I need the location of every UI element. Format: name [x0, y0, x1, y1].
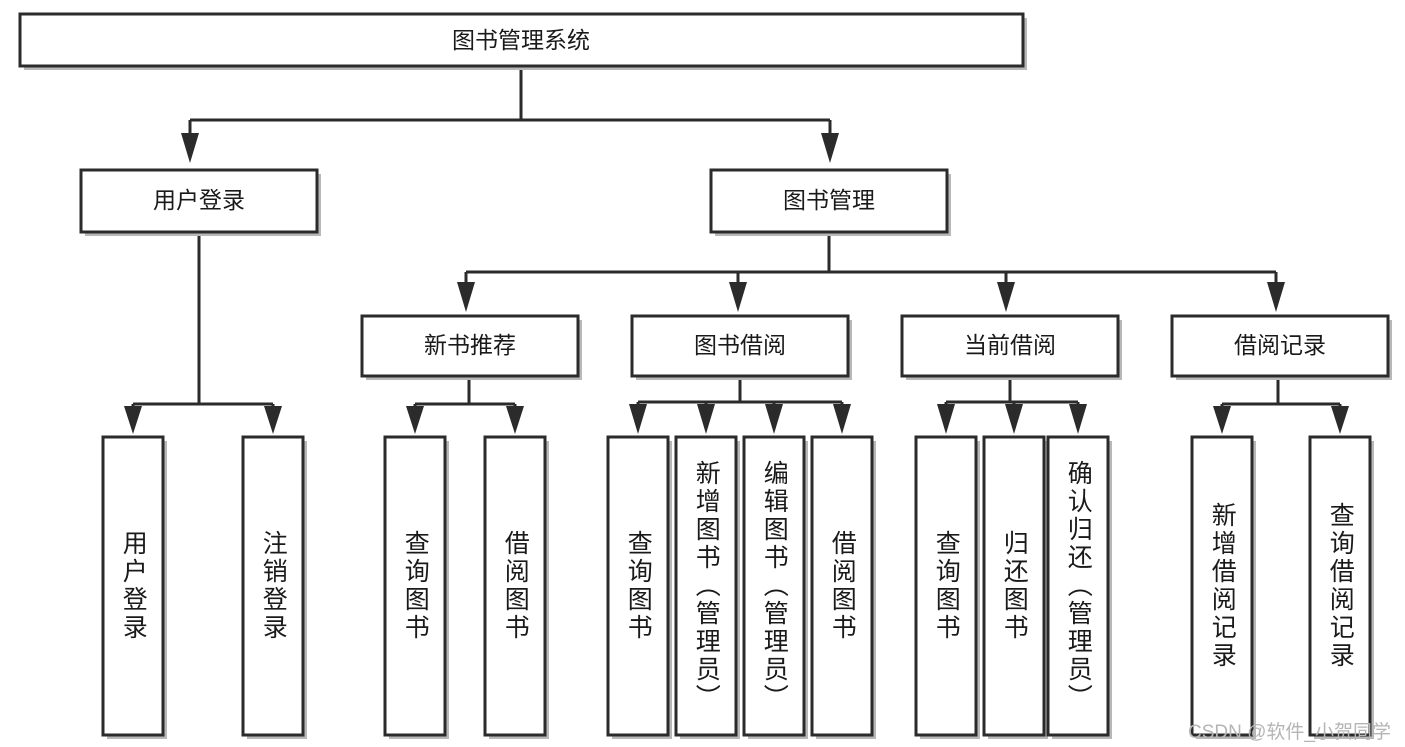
arrow-head-leaf-query-book-rec	[406, 406, 424, 434]
arrow-head-user-login	[181, 133, 199, 163]
leaf-box-query-book-borrow[interactable]	[606, 435, 670, 737]
arrow-head-leaf-borrow-book-rec	[506, 406, 524, 434]
node-new-book-recommend-label: 新书推荐	[424, 332, 516, 358]
leaf-box-edit-book[interactable]	[742, 435, 806, 737]
leaf-box-return-book[interactable]	[982, 435, 1046, 737]
node-book-manage-label: 图书管理	[783, 187, 875, 213]
arrow-head-book-borrow	[729, 282, 747, 312]
csdn-watermark: CSDN @软件_小贺同学	[1188, 722, 1391, 743]
leaf-box-confirm-return[interactable]	[1046, 435, 1110, 737]
leaf-box-query-record[interactable]	[1308, 435, 1372, 737]
node-borrow-record-label: 借阅记录	[1234, 332, 1326, 358]
arrow-head-leaf-query-record	[1331, 406, 1349, 434]
arrow-head-leaf-borrow-book	[833, 404, 851, 434]
arrow-head-leaf-add-record	[1213, 406, 1231, 434]
node-current-borrow-label: 当前借阅	[964, 332, 1056, 358]
node-book-borrow-box[interactable]	[630, 314, 850, 378]
leaf-box-query-book-rec[interactable]	[383, 435, 447, 737]
leaf-box-borrow-book[interactable]	[810, 435, 874, 737]
arrow-head-leaf-user-logout	[264, 406, 282, 434]
arrow-head-borrow-record	[1267, 282, 1285, 312]
node-book-borrow-label: 图书借阅	[694, 332, 786, 358]
node-user-login-label: 用户登录	[153, 187, 245, 213]
node-layer: 图书管理系统 用户登录 图书管理 新书推荐 图书借阅 当前借阅 借阅记录	[18, 12, 1392, 739]
arrow-head-leaf-query-book-cur	[937, 404, 955, 434]
leaf-box-add-record[interactable]	[1190, 435, 1254, 737]
leaf-box-borrow-book-rec[interactable]	[483, 435, 547, 737]
arrow-head-leaf-add-book	[697, 404, 715, 434]
arrow-head-leaf-return-book	[1005, 404, 1023, 434]
node-borrow-record-box[interactable]	[1170, 314, 1390, 378]
node-user-login-box[interactable]	[79, 168, 319, 234]
arrow-head-leaf-query-book-borrow	[629, 404, 647, 434]
arrow-head-current-borrow	[997, 282, 1015, 312]
arrow-head-new-book-recommend	[457, 282, 475, 312]
node-current-borrow-box[interactable]	[900, 314, 1120, 378]
arrow-head-leaf-confirm-return	[1069, 404, 1087, 434]
arrow-head-book-manage	[821, 133, 839, 163]
leaf-box-add-book[interactable]	[674, 435, 738, 737]
leaf-box-user-logout[interactable]	[241, 435, 305, 737]
node-new-book-recommend-box[interactable]	[360, 314, 580, 378]
arrow-head-leaf-edit-book	[765, 404, 783, 434]
leaf-box-query-book-cur[interactable]	[914, 435, 978, 737]
node-book-manage-box[interactable]	[709, 168, 949, 234]
connector-layer	[124, 66, 1349, 434]
arrow-head-leaf-user-login	[124, 406, 142, 434]
leaf-box-user-login[interactable]	[101, 435, 165, 737]
node-root-box[interactable]	[18, 12, 1025, 68]
node-root-label: 图书管理系统	[452, 27, 590, 53]
